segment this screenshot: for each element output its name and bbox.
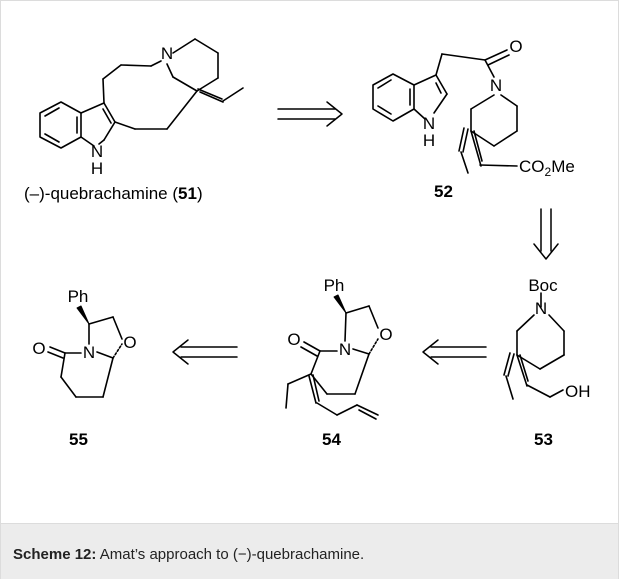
compound-52-structure: O N N H CO2Me 52: [372, 37, 575, 201]
retro-arrow-52-53: [533, 208, 559, 260]
compound-54-phenyl: Ph: [324, 276, 345, 295]
compound-52-number: 52: [434, 182, 453, 201]
compound-51-name-suffix: ): [197, 184, 203, 203]
compound-55-ring-oxygen: O: [123, 333, 136, 352]
caption-text: Amat’s approach to (−)-quebrachamine.: [96, 546, 365, 563]
compound-54-carbonyl-oxygen: O: [287, 330, 300, 349]
compound-53-nitrogen: N: [535, 299, 547, 318]
compound-52-ester-group: CO2Me: [519, 157, 575, 179]
compound-54-number: 54: [322, 430, 341, 449]
compound-54-structure: Ph N O O 54: [285, 276, 393, 449]
compound-53-number: 53: [534, 430, 553, 449]
compound-51-structure: N N H (–)-quebrachamine (51): [24, 38, 244, 203]
compound-51-indole-nitrogen: N: [91, 142, 103, 161]
compound-55-phenyl: Ph: [68, 287, 89, 306]
caption-bar: Scheme 12: Amat’s approach to (−)-quebra…: [1, 523, 618, 579]
compound-54-nitrogen: N: [339, 340, 351, 359]
compound-51-bonds: [39, 38, 244, 149]
compound-53-boc-group: Boc: [528, 276, 558, 295]
compound-55-number: 55: [69, 430, 88, 449]
compound-55-nitrogen: N: [83, 343, 95, 362]
compound-55-bonds: [47, 305, 123, 398]
compound-54-bonds: [285, 294, 379, 420]
compound-51-nitrogen: N: [161, 44, 173, 63]
compound-53-bonds: [503, 292, 565, 400]
compound-52-amide-nitrogen: N: [490, 76, 502, 95]
retro-arrow-54-53: [422, 339, 487, 365]
compound-51-number: 51: [178, 184, 197, 203]
compound-53-structure: Boc N OH 53: [503, 276, 591, 449]
compound-51-name: (–)-quebrachamine (: [24, 184, 178, 203]
caption-label: Scheme 12:: [13, 546, 97, 563]
compound-54-ring-oxygen: O: [379, 325, 392, 344]
compound-55-structure: Ph N O O 55: [32, 287, 136, 449]
compound-52-indole-hydrogen: H: [423, 131, 435, 150]
compound-55-carbonyl-oxygen: O: [32, 339, 45, 358]
retrosynthesis-scheme: N N H (–)-quebrachamine (51): [24, 37, 591, 449]
retro-arrow-51-52: [277, 101, 343, 127]
compound-52-bonds: [372, 49, 518, 174]
compound-53-hydroxyl: OH: [565, 382, 591, 401]
compound-51-label: (–)-quebrachamine (51): [24, 184, 203, 203]
compound-52-carbonyl-oxygen: O: [509, 37, 522, 56]
retro-arrow-55-54: [172, 339, 238, 365]
compound-52-indole-nitrogen: N: [423, 114, 435, 133]
scheme-caption: Scheme 12: Amat’s approach to (−)-quebra…: [13, 546, 364, 563]
compound-51-indole-hydrogen: H: [91, 159, 103, 178]
